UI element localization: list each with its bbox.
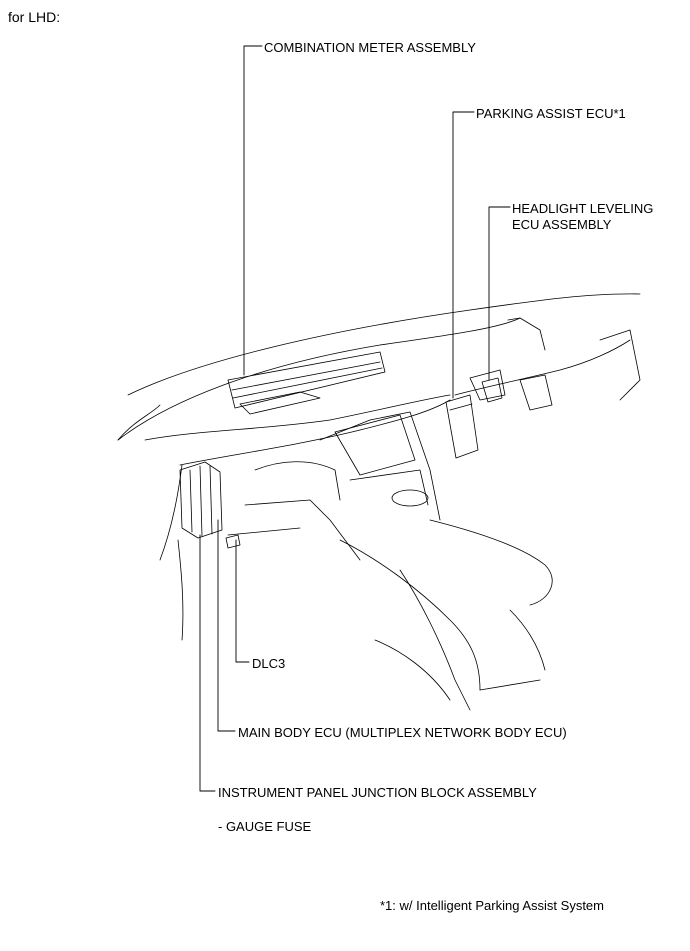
junction-block-part: [179, 461, 223, 539]
dashboard-outline: [117, 293, 641, 711]
footnote: *1: w/ Intelligent Parking Assist System: [380, 898, 604, 913]
diagram-heading: for LHD:: [8, 9, 61, 25]
combination-meter-part: [227, 351, 386, 415]
headlight-leveling-label-line2: ECU ASSEMBLY: [512, 217, 612, 232]
parking-assist-ecu-label: PARKING ASSIST ECU*1: [476, 106, 626, 121]
dlc3-part: [225, 534, 241, 549]
headlight-leveling-ecu-part: [481, 377, 503, 403]
gauge-fuse-label: - GAUGE FUSE: [218, 819, 312, 834]
headlight-leveling-label-line1: HEADLIGHT LEVELING: [512, 201, 654, 216]
main-body-ecu-label: MAIN BODY ECU (MULTIPLEX NETWORK BODY EC…: [238, 725, 567, 740]
combination-meter-label: COMBINATION METER ASSEMBLY: [264, 40, 476, 55]
instrument-panel-jb-label: INSTRUMENT PANEL JUNCTION BLOCK ASSEMBLY: [218, 785, 537, 800]
parking-assist-ecu-part: [445, 394, 479, 459]
leader-lines: [199, 45, 511, 792]
dlc3-label: DLC3: [252, 656, 286, 671]
